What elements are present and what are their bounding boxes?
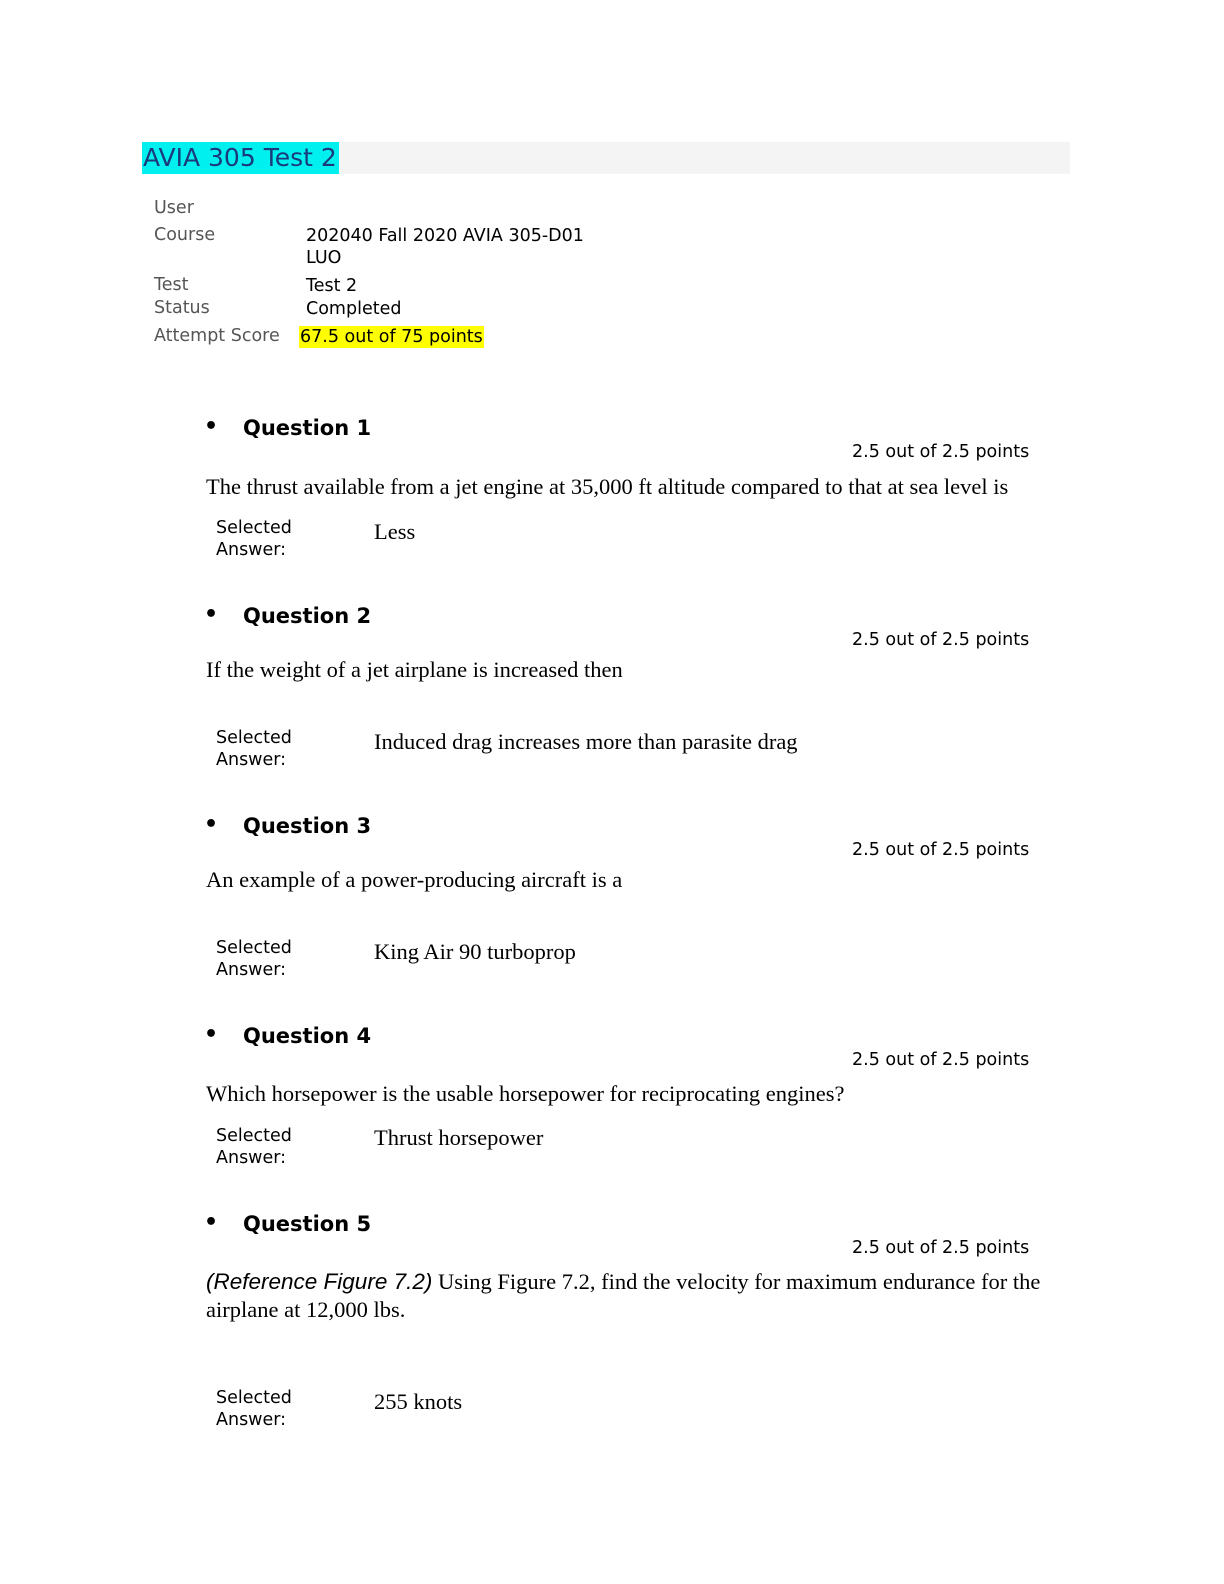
selected-answer-label: Selected Answer: [216,727,326,771]
selected-answer-label-line1: Selected [216,938,292,958]
selected-answer-label-line1: Selected [216,1388,292,1408]
selected-answer-label-line2: Answer: [216,750,287,770]
status-value: Completed [306,299,402,319]
selected-answer: Thrust horsepower [374,1125,544,1150]
reference-note: (Reference Figure 7.2) [206,1269,433,1294]
selected-answer: Less [374,519,416,544]
selected-answer: 255 knots [374,1389,463,1414]
question-title: Question 5 [243,1212,372,1236]
bullet-icon: • [204,602,219,627]
bullet-icon: • [204,1210,219,1235]
question-points: 2.5 out of 2.5 points [852,1050,1030,1070]
selected-answer-label-line2: Answer: [216,1148,287,1168]
course-value: 202040 Fall 2020 AVIA 305-D01 LUO [306,225,584,269]
test-label: Test [154,275,189,295]
question-title: Question 3 [243,814,372,838]
question-text-body: Using Figure 7.2, find the velocity for … [206,1269,1041,1322]
selected-answer-label: Selected Answer: [216,1125,326,1169]
selected-answer-label-line1: Selected [216,518,292,538]
bullet-icon: • [204,414,219,439]
selected-answer-label: Selected Answer: [216,517,326,561]
question-text: An example of a power-producing aircraft… [206,867,623,892]
question-points: 2.5 out of 2.5 points [852,630,1030,650]
selected-answer: Induced drag increases more than parasit… [374,729,798,754]
question-title: Question 1 [243,416,372,440]
page-title: AVIA 305 Test 2 [142,142,339,174]
question-points: 2.5 out of 2.5 points [852,840,1030,860]
question-text: The thrust available from a jet engine a… [206,474,1009,499]
question-text: If the weight of a jet airplane is incre… [206,657,623,682]
selected-answer-label: Selected Answer: [216,937,326,981]
selected-answer-label-line2: Answer: [216,960,287,980]
selected-answer-label-line2: Answer: [216,540,287,560]
selected-answer-label-line1: Selected [216,1126,292,1146]
score-label: Attempt Score [154,326,280,346]
course-value-line2: LUO [306,248,342,268]
test-value: Test 2 [306,276,358,296]
question-title: Question 4 [243,1024,372,1048]
bullet-icon: • [204,1022,219,1047]
question-text: (Reference Figure 7.2) Using Figure 7.2,… [206,1268,1096,1324]
selected-answer: King Air 90 turboprop [374,939,576,964]
question-text: Which horsepower is the usable horsepowe… [206,1081,845,1106]
score-value: 67.5 out of 75 points [299,326,484,348]
bullet-icon: • [204,812,219,837]
course-value-line1: 202040 Fall 2020 AVIA 305-D01 [306,226,584,246]
course-label: Course [154,225,216,245]
question-points: 2.5 out of 2.5 points [852,442,1030,462]
status-label: Status [154,298,210,318]
selected-answer-label-line2: Answer: [216,1410,287,1430]
selected-answer-label: Selected Answer: [216,1387,326,1431]
title-bar: AVIA 305 Test 2 [142,142,1070,174]
user-label: User [154,198,194,218]
selected-answer-label-line1: Selected [216,728,292,748]
question-title: Question 2 [243,604,372,628]
question-points: 2.5 out of 2.5 points [852,1238,1030,1258]
